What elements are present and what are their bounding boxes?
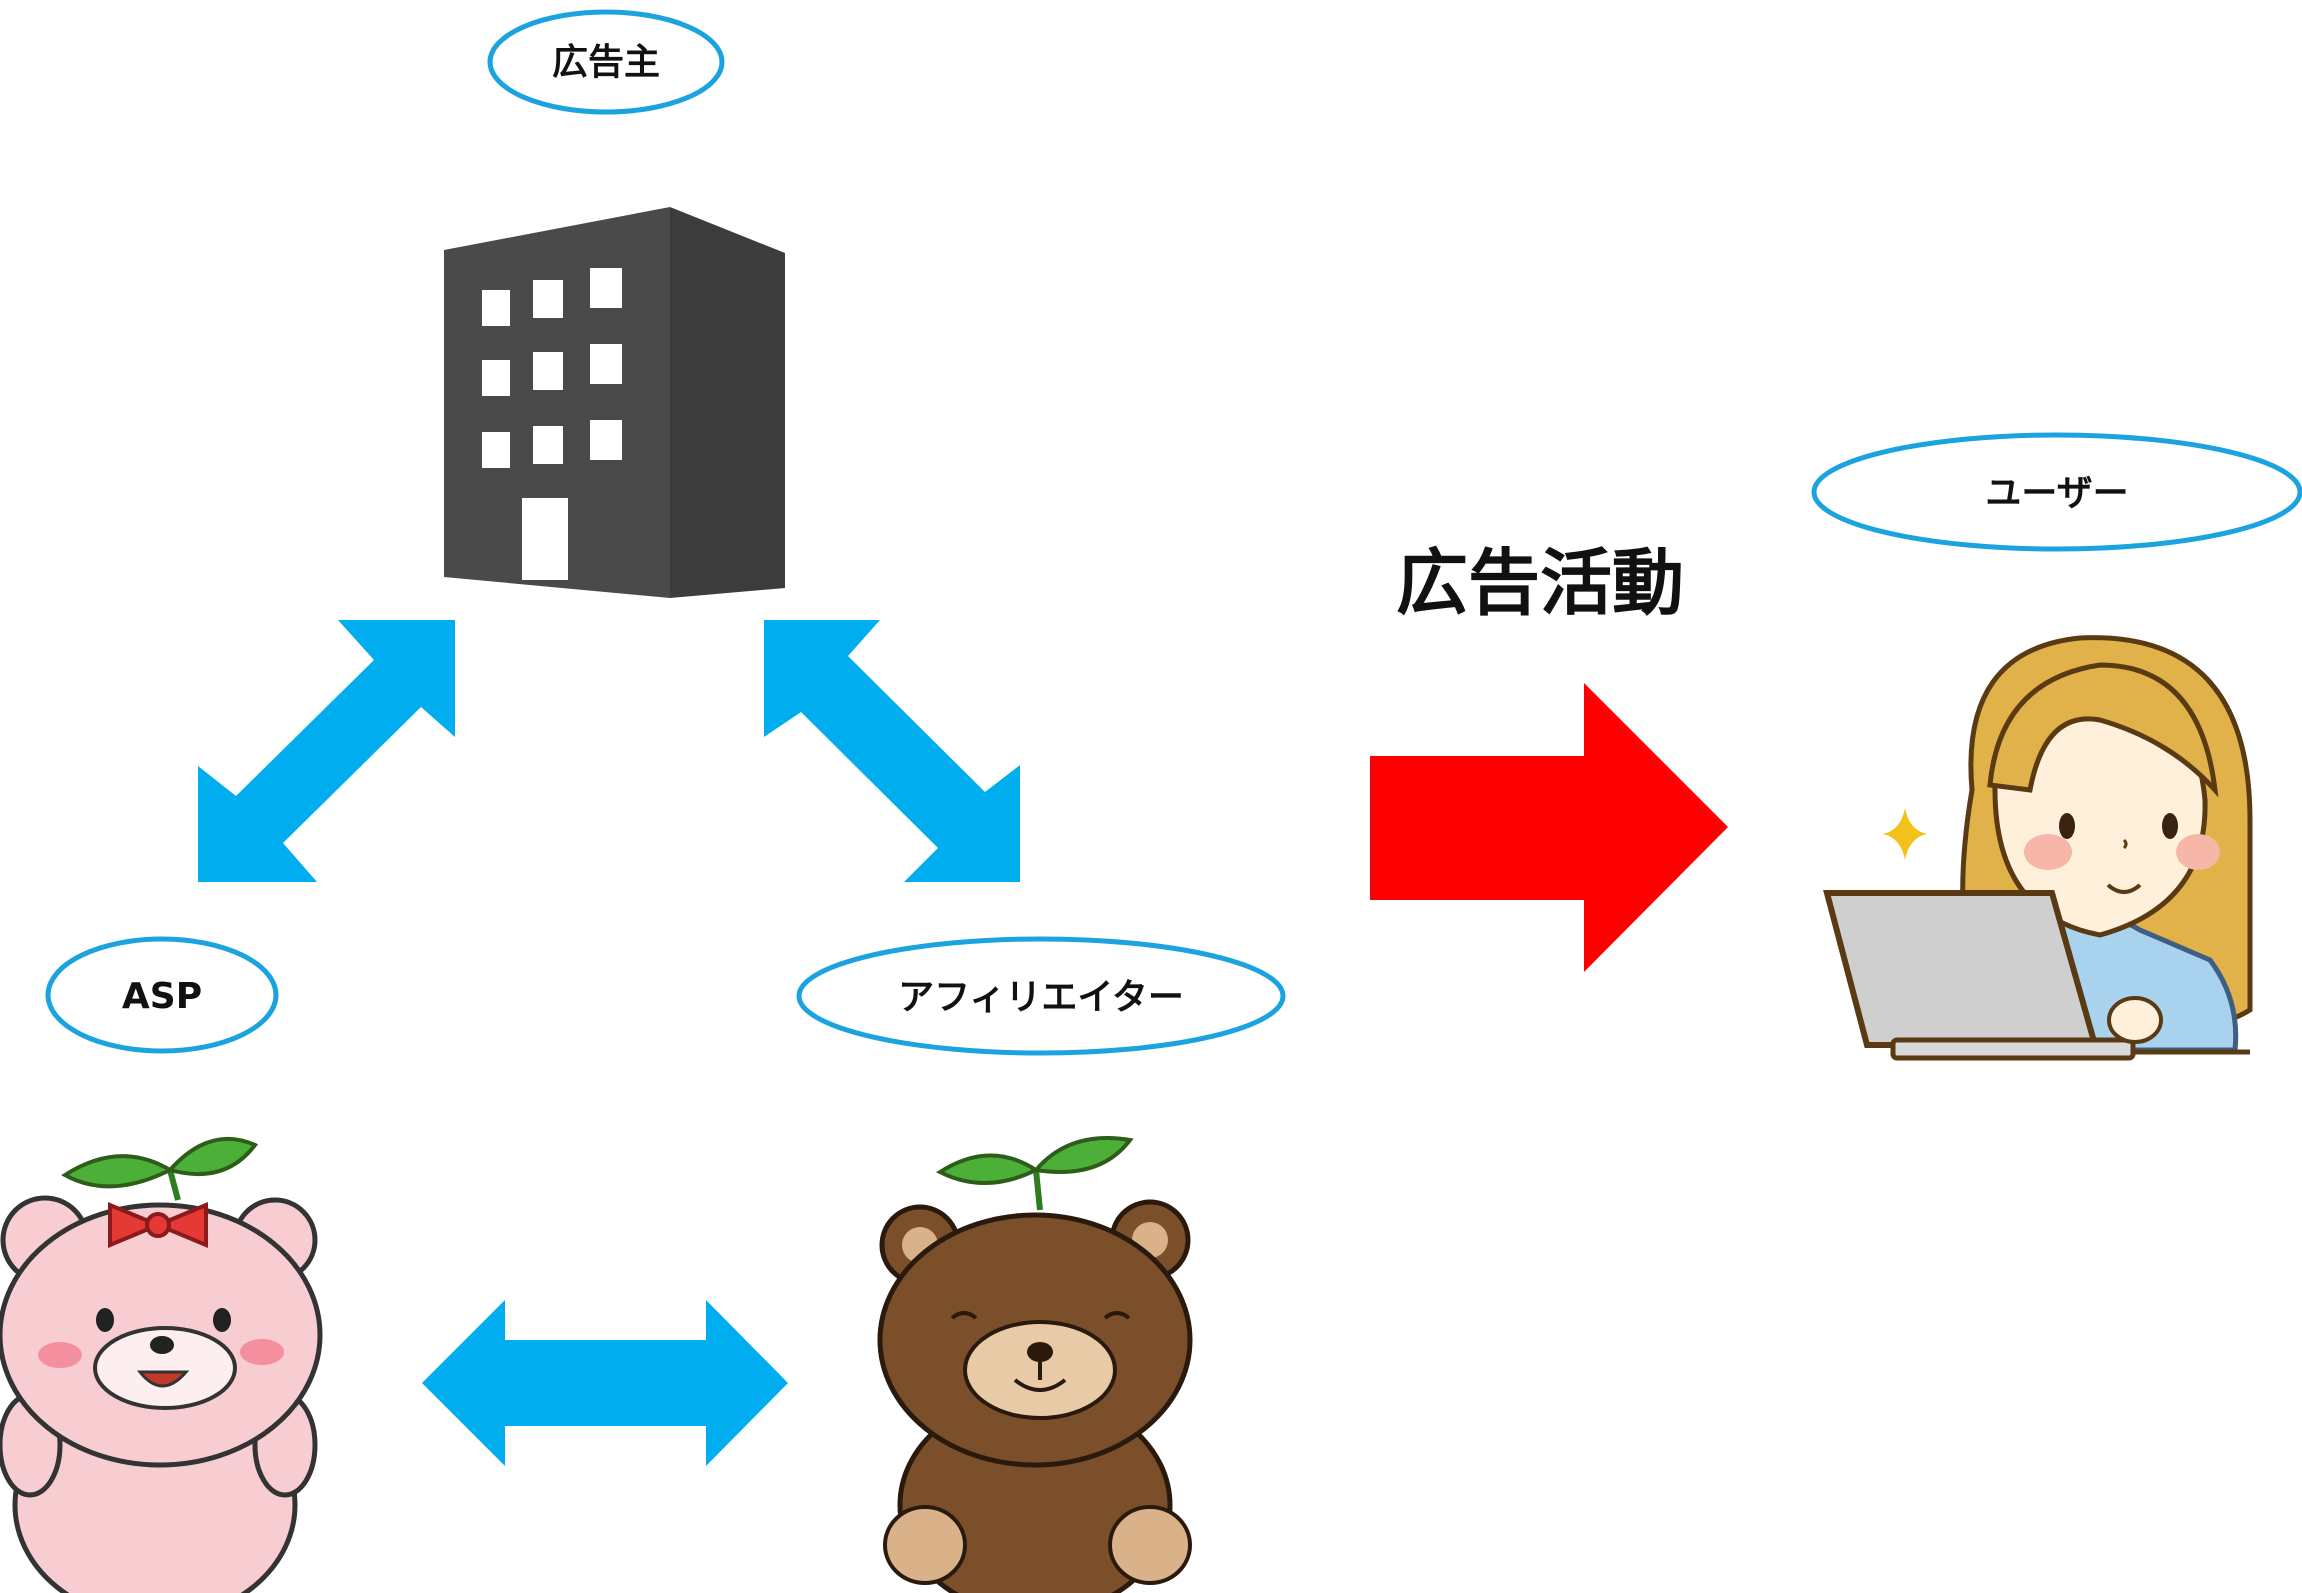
advertiser-label-bubble: 広告主 (490, 12, 722, 112)
affiliate-label: アフィリエイター (898, 977, 1184, 1018)
user-label: ユーザー (1985, 473, 2128, 514)
woman-laptop-illustration (1827, 638, 2250, 1058)
asp-label: ASP (122, 976, 202, 1017)
advertising-flow-arrow (1370, 683, 1728, 972)
asp-affiliate-double-arrow (422, 1300, 788, 1466)
advertising-activity-caption: 広告活動 (1396, 541, 1684, 625)
asp-label-bubble: ASP (48, 939, 276, 1051)
advertiser-label: 広告主 (552, 42, 660, 83)
advertiser-asp-double-arrow (198, 620, 455, 882)
brown-bear-mascot (880, 1138, 1190, 1593)
user-label-bubble: ユーザー (1814, 435, 2300, 549)
advertiser-affiliate-double-arrow (764, 620, 1020, 882)
office-building-icon (444, 207, 785, 598)
affiliate-label-bubble: アフィリエイター (799, 939, 1283, 1053)
pink-bear-mascot (0, 1139, 320, 1593)
